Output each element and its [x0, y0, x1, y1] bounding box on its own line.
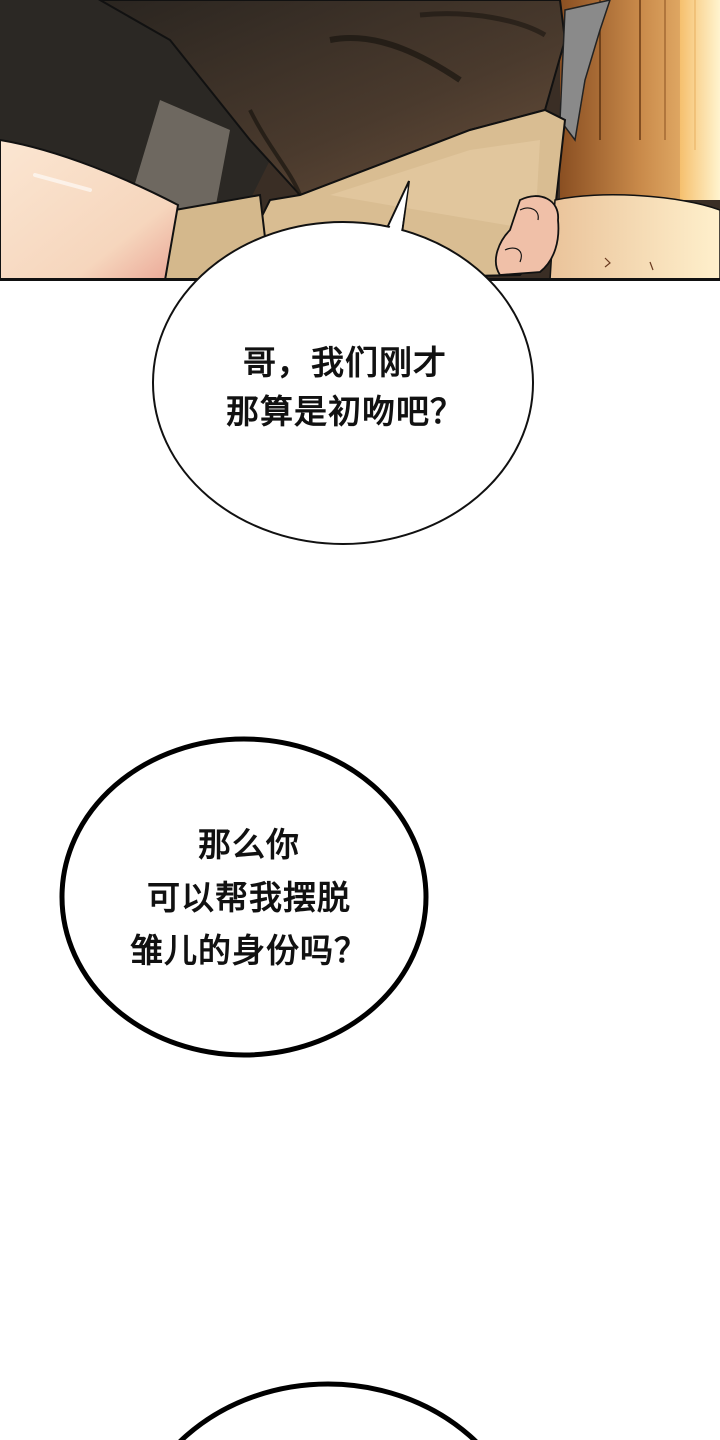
panel-border — [0, 278, 720, 281]
bubble-1-line-1: 哥，我们刚才 — [243, 343, 447, 382]
bubble-1-text: 哥，我们刚才 那算是初吻吧？ — [195, 338, 495, 436]
bubble-1-line-2: 那算是初吻吧？ — [226, 392, 464, 431]
bubble-2-line-2: 可以帮我摆脱 — [147, 878, 351, 917]
bubble-2-line-3: 雏儿的身份吗？ — [130, 931, 368, 970]
shoulder — [549, 194, 720, 280]
speech-bubble-3 — [178, 1381, 478, 1440]
bubble-2-text: 那么你 可以帮我摆脱 雏儿的身份吗？ — [104, 818, 394, 977]
bubble-2-line-1: 那么你 — [198, 825, 300, 864]
arm — [0, 138, 180, 280]
comic-panel — [0, 0, 720, 280]
panel-illustration — [0, 0, 720, 280]
